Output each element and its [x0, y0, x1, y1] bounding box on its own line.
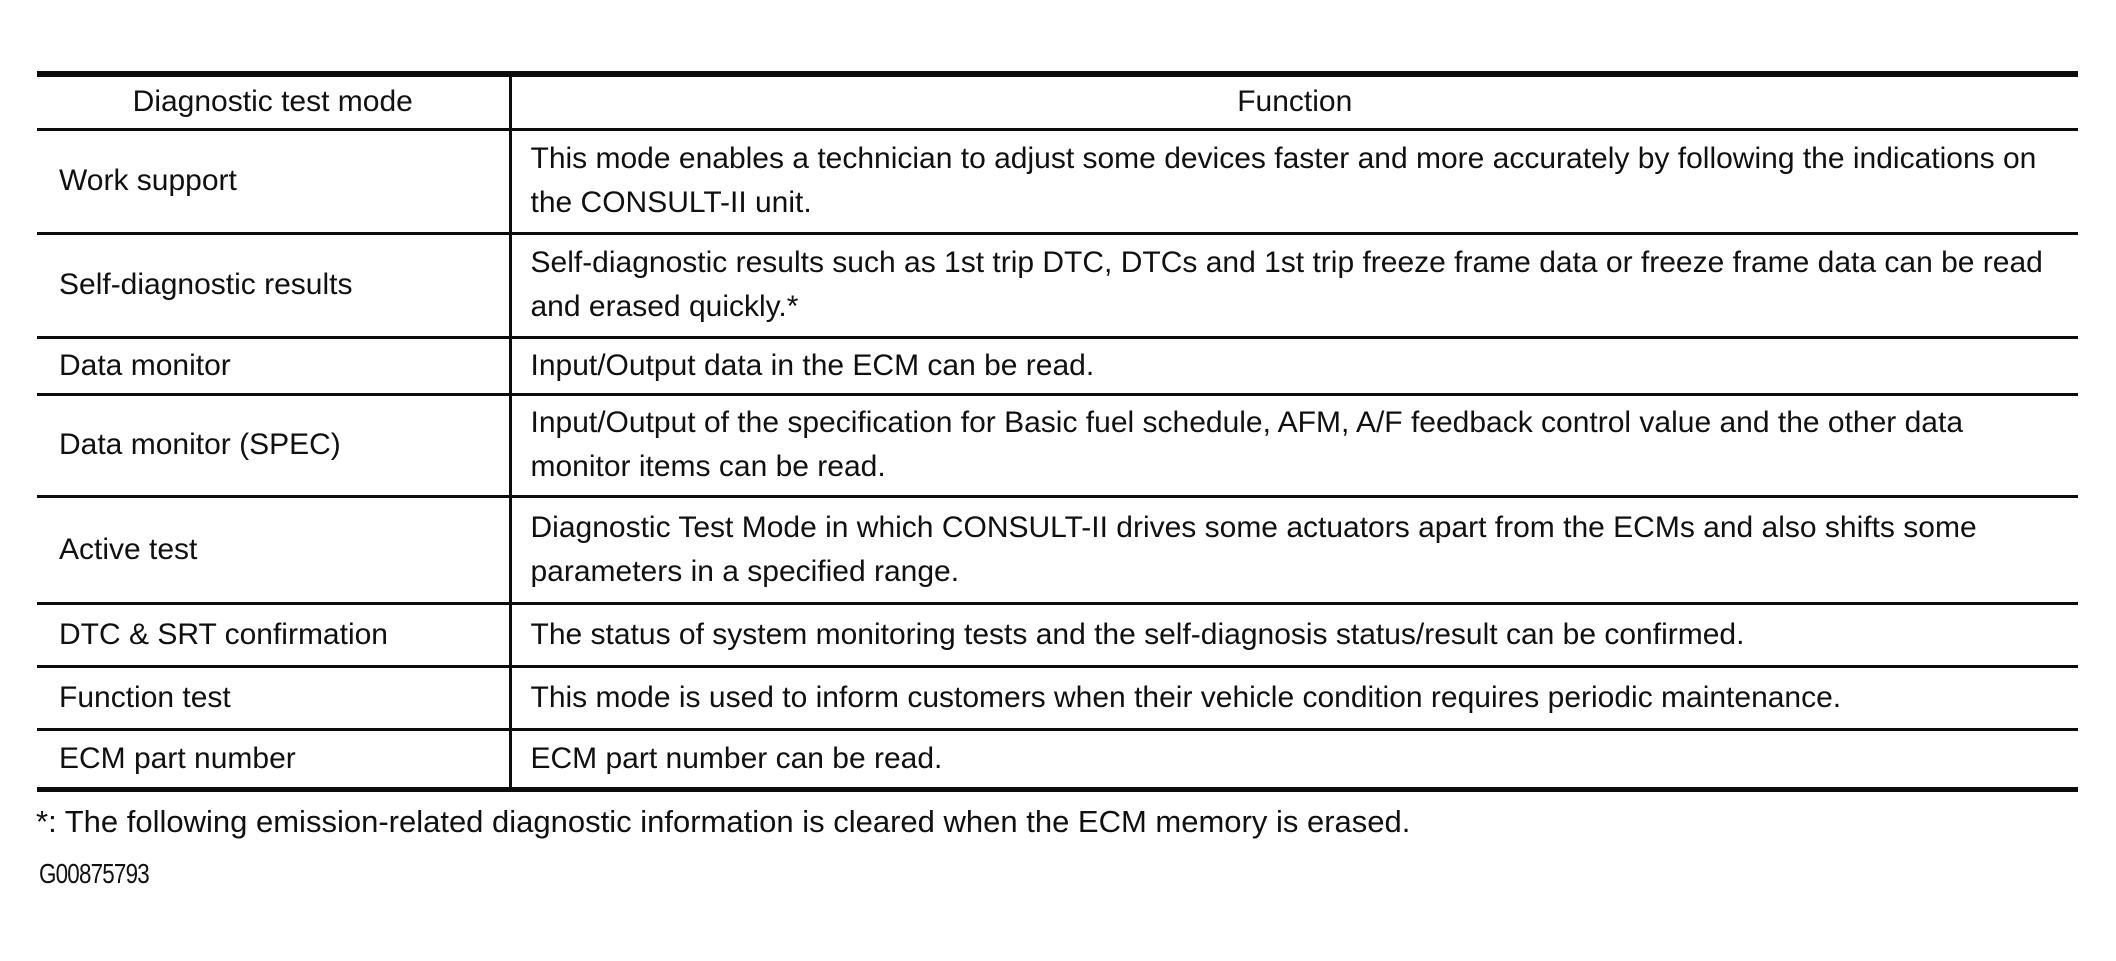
- table-row-dtc-srt-confirmation: DTC & SRT confirmation The status of sys…: [37, 603, 2078, 668]
- function-cell: Input/Output data in the ECM can be read…: [510, 337, 2078, 396]
- mode-cell: Function test: [37, 666, 512, 731]
- column-header-diagnostic-test-mode: Diagnostic test mode: [37, 74, 512, 131]
- table-row-function-test: Function test This mode is used to infor…: [37, 666, 2078, 731]
- column-header-function: Function: [510, 74, 2078, 131]
- table-row-work-support: Work support This mode enables a technic…: [37, 129, 2078, 235]
- table-header-row: Diagnostic test mode Function: [37, 74, 2078, 131]
- mode-cell: Data monitor (SPEC): [37, 394, 512, 498]
- figure-id: G00875793: [39, 858, 150, 889]
- function-cell: Diagnostic Test Mode in which CONSULT-II…: [510, 496, 2078, 605]
- mode-cell: DTC & SRT confirmation: [37, 603, 512, 668]
- table-row-self-diagnostic-results: Self-diagnostic results Self-diagnostic …: [37, 233, 2078, 339]
- table-row-ecm-part-number: ECM part number ECM part number can be r…: [37, 729, 2078, 791]
- function-cell: Self-diagnostic results such as 1st trip…: [510, 233, 2078, 339]
- mode-cell: ECM part number: [37, 729, 512, 791]
- function-cell: Input/Output of the specification for Ba…: [510, 394, 2078, 498]
- mode-cell: Self-diagnostic results: [37, 233, 512, 339]
- table-row-active-test: Active test Diagnostic Test Mode in whic…: [37, 496, 2078, 605]
- function-cell: ECM part number can be read.: [510, 729, 2078, 791]
- mode-cell: Data monitor: [37, 337, 512, 396]
- table-row-data-monitor: Data monitor Input/Output data in the EC…: [37, 337, 2078, 396]
- diagnostic-test-mode-table: Diagnostic test mode Function Work suppo…: [37, 71, 2078, 792]
- function-cell: The status of system monitoring tests an…: [510, 603, 2078, 668]
- mode-cell: Work support: [37, 129, 512, 235]
- function-cell: This mode is used to inform customers wh…: [510, 666, 2078, 731]
- table-row-data-monitor-spec: Data monitor (SPEC) Input/Output of the …: [37, 394, 2078, 498]
- emission-footnote: *: The following emission-related diagno…: [36, 804, 1411, 839]
- mode-cell: Active test: [37, 496, 512, 605]
- function-cell: This mode enables a technician to adjust…: [510, 129, 2078, 235]
